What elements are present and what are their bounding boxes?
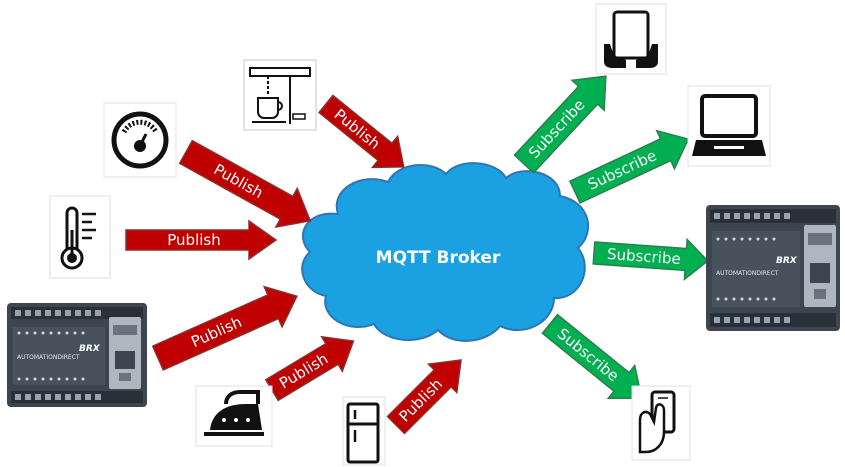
publish-arrow-plc: Publish [151, 285, 298, 371]
publish-arrow-label: Publish [167, 231, 220, 249]
broker-label: MQTT Broker [376, 248, 501, 268]
smartphone-icon [631, 385, 691, 461]
thermometer-icon [49, 195, 111, 279]
gauge-icon [103, 102, 177, 178]
publish-arrow-gauge: Publish [178, 139, 312, 229]
plc-brand-label: AUTOMATIONDIRECT [17, 354, 80, 361]
plc-model-label: BRX [79, 344, 101, 354]
tablet-icon [595, 3, 667, 75]
publish-arrow-coffee: Publish [318, 94, 405, 169]
subscribe-arrow-label: Subscribe [606, 245, 681, 268]
refrigerator-icon [342, 396, 386, 466]
subscribe-arrow-label: Subscribe [525, 96, 588, 162]
plc-brand-label: AUTOMATIONDIRECT [716, 270, 779, 277]
plc-controller-icon: AUTOMATIONDIRECT BRX [7, 303, 147, 407]
broker-cloud [301, 162, 590, 342]
laptop-icon [687, 85, 771, 167]
subscribe-arrow-laptop: Subscribe [568, 129, 690, 204]
publish-arrow-iron: Publish [264, 335, 355, 402]
subscribe-arrow-plc: Subscribe [592, 237, 709, 282]
mqtt-broker: MQTT Broker [301, 162, 590, 342]
publish-arrow-thermometer: Publish [125, 219, 278, 261]
subscribe-arrow-label: Subscribe [554, 325, 623, 385]
plc-model-label: BRX [776, 256, 798, 266]
subscribe-arrow-tablet: Subscribe [513, 75, 607, 174]
iron-icon [195, 385, 273, 447]
plc-controller-icon: AUTOMATIONDIRECT BRX [706, 205, 840, 331]
coffee-machine-icon [243, 59, 317, 131]
publish-arrow-fridge: Publish [386, 359, 462, 435]
